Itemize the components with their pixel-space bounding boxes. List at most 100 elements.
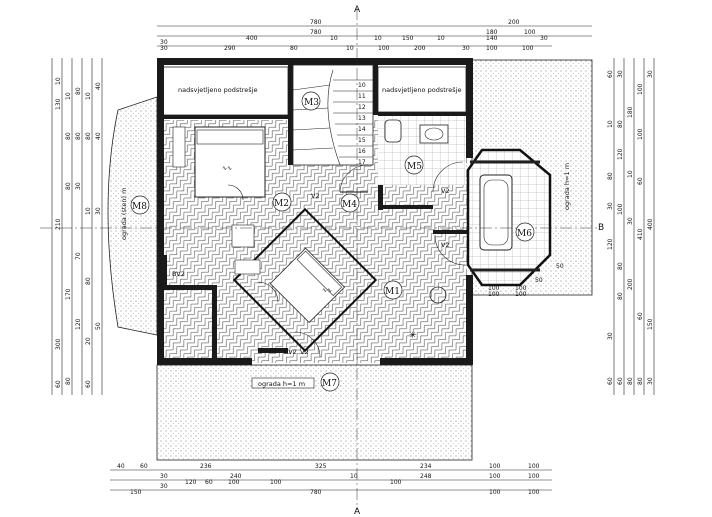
dimension-label: 80 [617, 292, 624, 300]
dimension-label: 10 [65, 92, 72, 100]
stair-step-8: 17 [358, 159, 366, 166]
section-mark-top: A [354, 5, 361, 15]
room-m5: M5 [407, 162, 422, 172]
dims-left: 10 130 10 80 10 40 80 80 80 40 80 30 210… [51, 58, 103, 395]
dimension-label: 140 [486, 35, 498, 42]
dimension-label: 120 [607, 238, 614, 250]
dimension-label: 80 [627, 377, 634, 385]
dimension-label: 60 [607, 377, 614, 385]
dimension-label: 80 [607, 172, 614, 180]
dimension-label: 200 [627, 278, 634, 290]
dimension-label: 100 [524, 29, 536, 36]
dimension-label: 10 [346, 45, 354, 52]
dimension-label: 10 [374, 35, 382, 42]
dimension-label: 200 [508, 19, 520, 26]
dims-bottom: 40 60 236 325 234 100 100 30 240 10 248 … [110, 463, 552, 496]
dimension-label: 10 [85, 92, 92, 100]
room-m8: M8 [132, 202, 147, 212]
stair-step-2: 11 [358, 93, 366, 100]
dimension-label: 60 [617, 377, 624, 385]
dimension-label: 30 [627, 217, 634, 225]
dimension-label: 234 [420, 463, 432, 470]
label-v2-c: V2 [441, 241, 450, 249]
dimension-label: 30 [462, 45, 470, 52]
dimension-label: 30 [160, 473, 168, 480]
dimension-label: 120 [75, 318, 82, 330]
dims-octagon: 100 100 50 50 100 100 [488, 263, 564, 298]
dimension-label: 290 [224, 45, 236, 52]
dimension-label: 10 [607, 120, 614, 128]
dimension-label: 30 [160, 45, 168, 52]
section-mark-bottom: A [354, 507, 361, 517]
dimension-label: 50 [535, 277, 543, 284]
dimension-label: 100 [528, 489, 540, 496]
dimension-label: 100 [522, 45, 534, 52]
dimension-label: 10 [85, 207, 92, 215]
room-m6: M6 [517, 229, 532, 239]
label-bv2-a: BV2 [172, 270, 185, 278]
dimension-label: 20 [85, 337, 92, 345]
dimension-label: 780 [310, 29, 322, 36]
dimension-label: 80 [65, 377, 72, 385]
dimension-label: 30 [75, 182, 82, 190]
stair-step-5: 14 [358, 126, 366, 133]
label-mezzanine-left: nadsvjetljeno podstrešje [178, 86, 257, 94]
dimension-label: 100 [270, 479, 282, 486]
room-m4: M4 [342, 200, 357, 210]
dimension-label: 10 [437, 35, 445, 42]
dimension-label: 400 [647, 218, 654, 230]
label-bv2-b: BV2 [284, 348, 297, 356]
label-fence-left: ograda (sten) m [120, 188, 128, 240]
octagon-bathroom [466, 148, 552, 287]
dimension-label: 400 [246, 35, 258, 42]
dimension-label: 40 [95, 132, 102, 140]
dimension-label: 150 [130, 489, 142, 496]
bathroom-fixtures [384, 119, 449, 144]
room-m1: M1 [385, 287, 400, 297]
dimension-label: 200 [414, 45, 426, 52]
label-v2-a: V2 [311, 192, 320, 200]
dimension-label: 60 [205, 479, 213, 486]
dimension-label: 100 [489, 489, 501, 496]
diagonal-bedroom: ∿∿ [232, 207, 378, 353]
dimension-label: 30 [607, 332, 614, 340]
dimension-label: 180 [486, 29, 498, 36]
label-fence-right: ograda h=1 m [563, 163, 571, 210]
dimension-label: 100 [617, 203, 624, 215]
dimension-label: 80 [75, 87, 82, 95]
stair-step-1: 10 [358, 82, 366, 89]
dimension-label: 70 [75, 252, 82, 260]
dimension-label: 100 [528, 473, 540, 480]
dimension-label: 180 [627, 106, 634, 118]
dimension-label: 80 [85, 132, 92, 140]
dimension-label: 30 [540, 35, 548, 42]
dimension-label: 10 [330, 35, 338, 42]
mezzanine-left [162, 66, 289, 116]
dimension-label: 80 [65, 182, 72, 190]
room-m2: M2 [274, 199, 289, 209]
dimension-label: 780 [310, 19, 322, 26]
dimension-label: 100 [528, 463, 540, 470]
dimension-label: 100 [378, 45, 390, 52]
dimension-label: 100 [515, 291, 527, 298]
dimension-label: 60 [85, 380, 92, 388]
dimension-label: 80 [617, 262, 624, 270]
dimension-label: 300 [55, 338, 62, 350]
dims-right: 60 30 180 100 30 10 80 100 120 80 10 60 … [607, 58, 655, 395]
label-fence-bottom: ograda h=1 m [258, 380, 305, 388]
dimension-label: 100 [488, 291, 500, 298]
dimension-label: 40 [95, 82, 102, 90]
dimension-label: 130 [55, 98, 62, 110]
dimension-label: 50 [556, 263, 564, 270]
dimension-label: 30 [160, 483, 168, 490]
dimension-label: 100 [489, 463, 501, 470]
bottom-terrace [156, 364, 473, 461]
dimension-label: 240 [230, 473, 242, 480]
plant-and-chair: ✳ [409, 286, 447, 341]
room-m3: M3 [304, 98, 319, 108]
dimension-label: 10 [55, 77, 62, 85]
dimension-label: 210 [55, 218, 62, 230]
dimension-label: 100 [515, 285, 527, 292]
dimension-label: 80 [290, 45, 298, 52]
